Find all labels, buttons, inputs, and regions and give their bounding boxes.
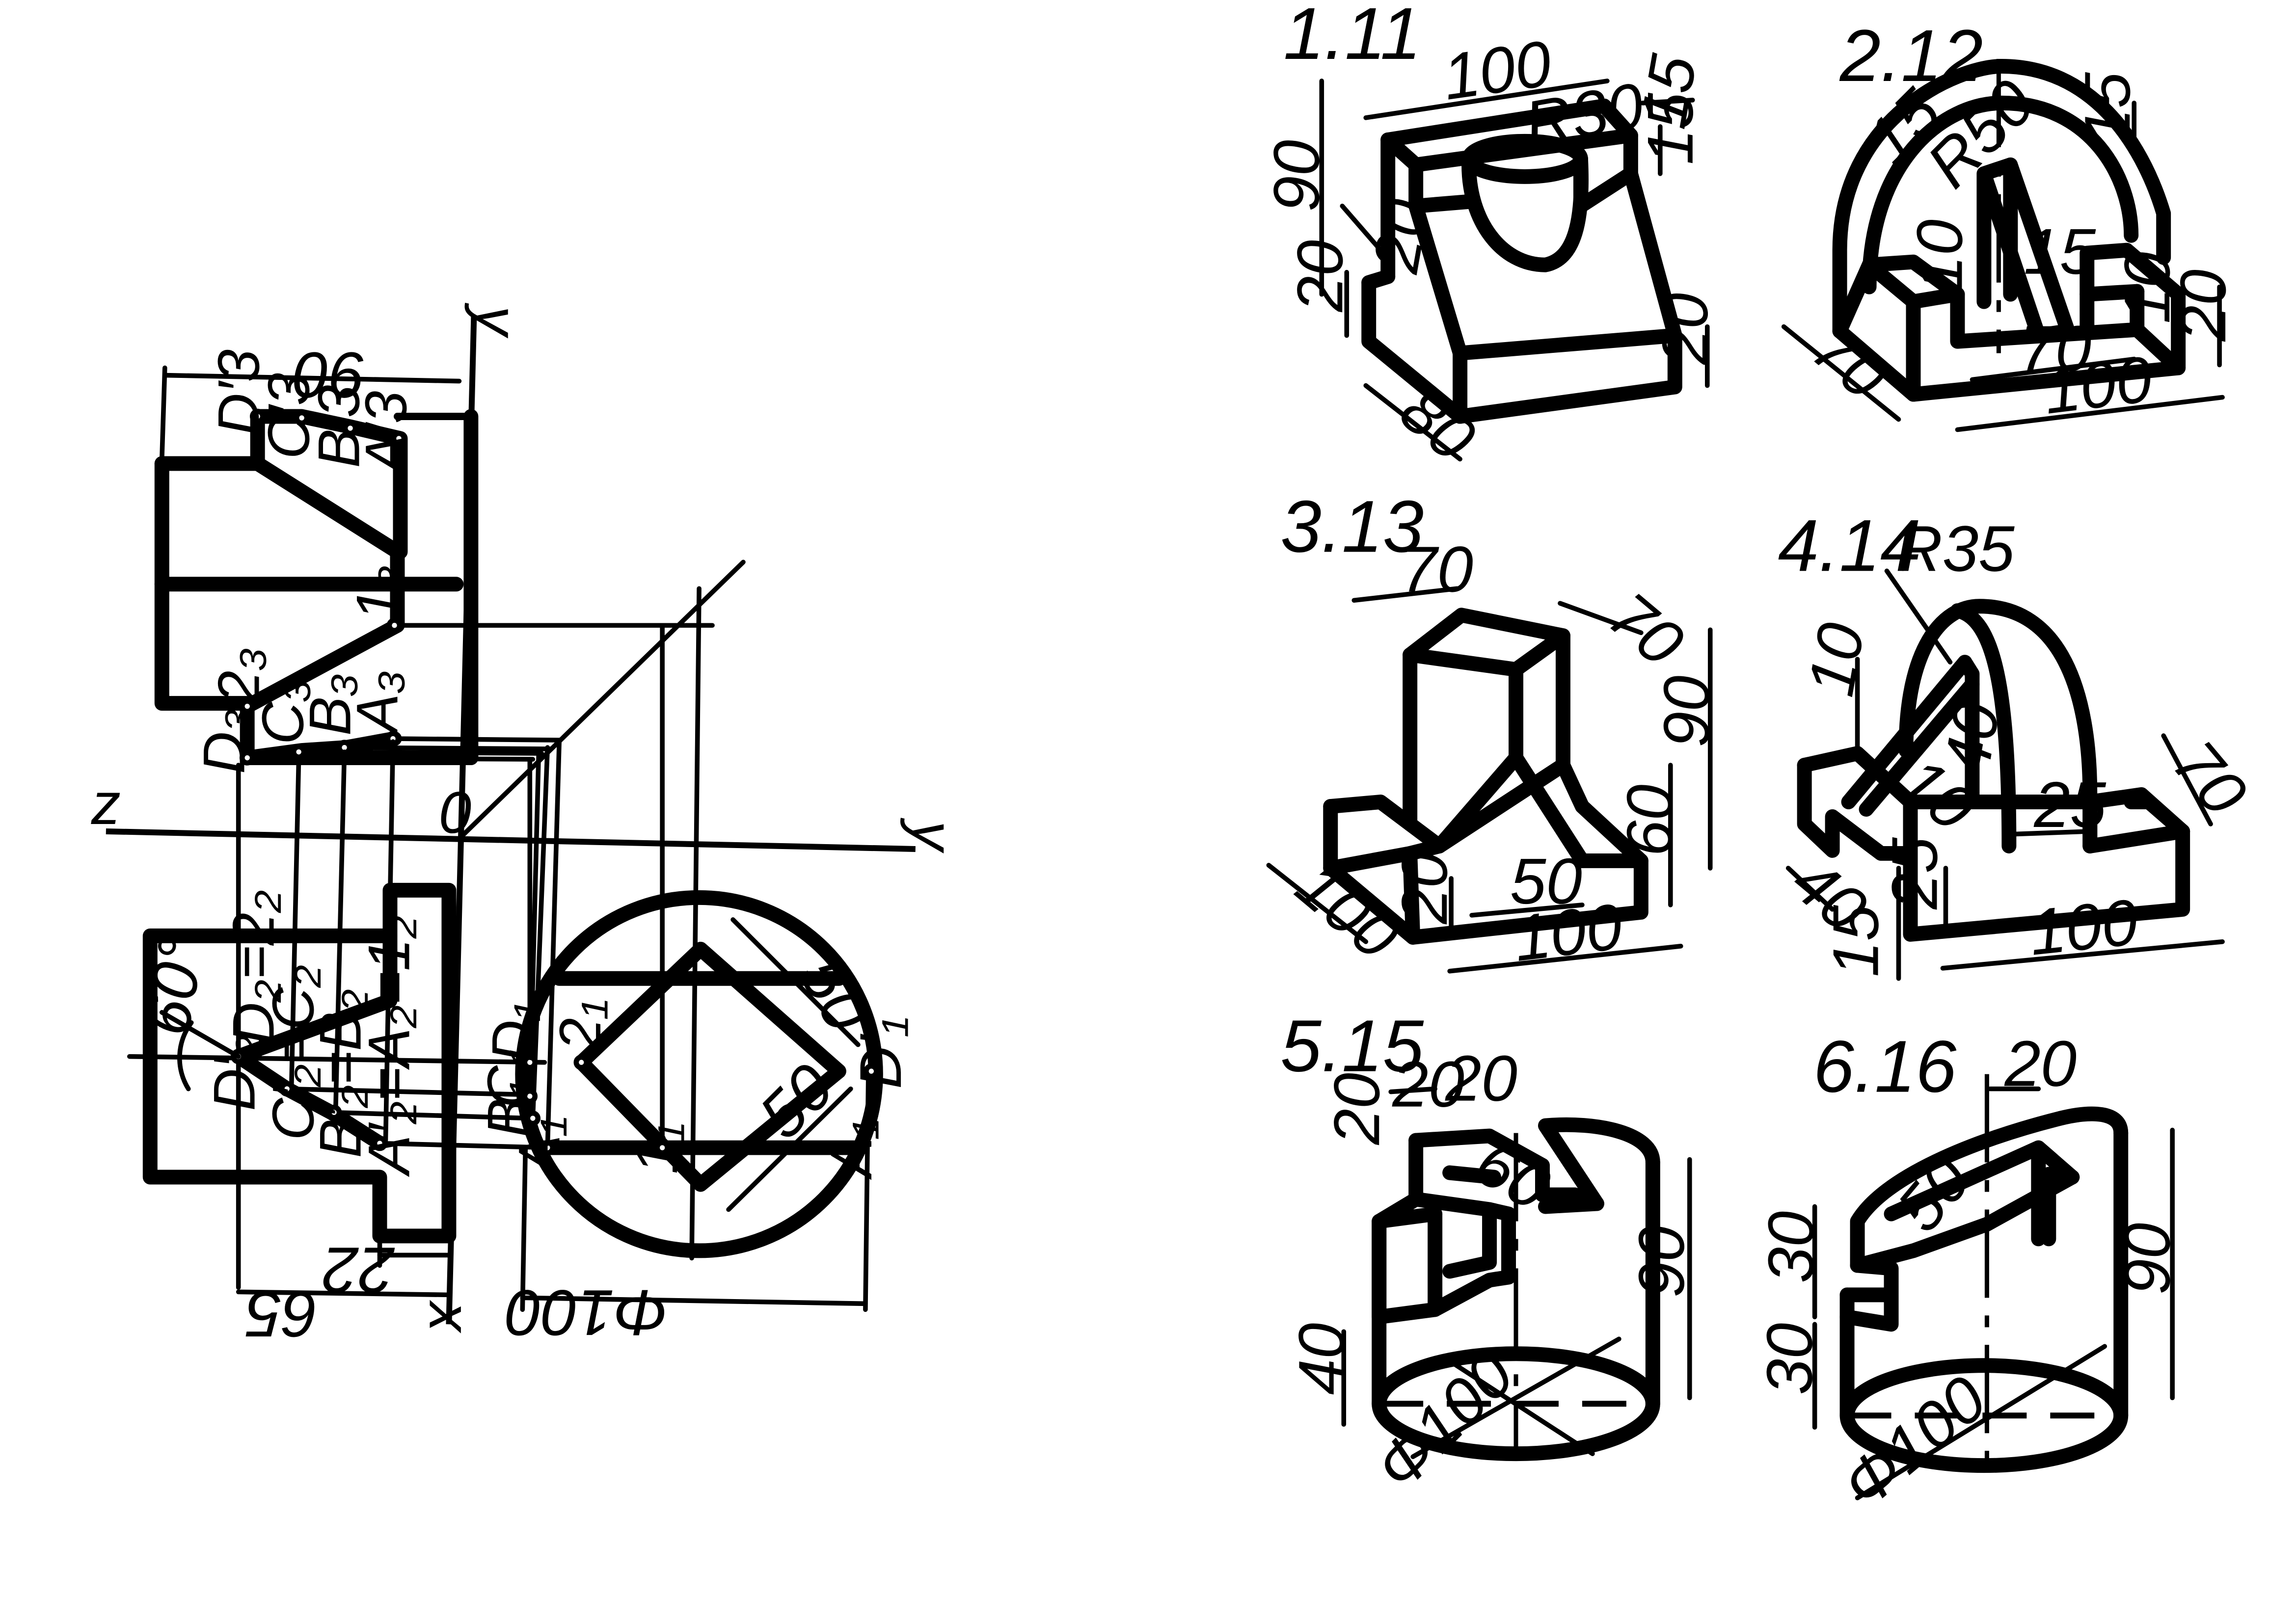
dim: 70 [1401, 533, 1473, 605]
point-D1: D₁ [480, 1001, 545, 1062]
plan-view: Φ100 50 50 D₁ 2₁ C₁ B₁ A₁ 1₁ D′₁ A₁ [475, 586, 914, 1349]
dim: 15 [1634, 92, 1706, 164]
dim: 20 [1321, 1073, 1393, 1145]
axis-z-label: z [91, 771, 121, 837]
model-6-16: 6.16 20 50 30 30 90 Φ100 [1754, 1025, 2184, 1522]
axis-x-label: x [417, 1300, 483, 1333]
dim-65: 65 [245, 1278, 318, 1350]
model-2-12: 2.12 15 R50 15 10 15 10 20 70 70 100 [1781, 14, 2239, 432]
point-A3: A₃ [344, 670, 410, 736]
dim: 10 [1903, 219, 1975, 292]
axis-y-top-label: y [464, 303, 530, 339]
dim: 20 [1445, 1042, 1517, 1115]
profile-view: 06 D′3 C′3 B′3 A′3 1₃ 2₃ D₃ C₃ B₃ A₃ [154, 339, 715, 774]
dim: 90 [1650, 675, 1723, 747]
dim: 100 [1510, 890, 1626, 975]
model-title: 6.16 [1813, 1025, 1957, 1108]
dim: 100 [2026, 885, 2141, 968]
dim-phi100: Φ100 [506, 1277, 668, 1349]
dim: 25 [1878, 837, 1950, 910]
dim: 30 [1755, 1211, 1827, 1283]
dim: 80 [1387, 373, 1489, 475]
front-view: 60° D₂=2₂ D′₂ C′₂=C₂ B′₂=B₂ A′₂=A₂=1₂ 22… [127, 739, 553, 1350]
dim: 100 [1438, 27, 1555, 113]
model-title: 5.15 [1280, 1005, 1424, 1087]
dim: 70 [1595, 578, 1697, 680]
point-B3-prime: B′3 [306, 385, 372, 468]
dim-angle-60: 60° [130, 931, 218, 1040]
dim: 90 [1625, 1226, 1698, 1298]
dim: 20 [1392, 1048, 1464, 1120]
dim: 15 [1626, 50, 1710, 133]
dim: 20 [1388, 852, 1460, 925]
model-title: 3.13 [1280, 485, 1424, 567]
axis-y-right-label: y [900, 818, 966, 853]
model-title: 4.14 [1778, 504, 1921, 586]
point-D3: D₃ [191, 708, 257, 774]
dim: 70 [1799, 312, 1901, 413]
dim: 90 [2111, 1223, 2183, 1295]
dim: 30 [1754, 1323, 1826, 1395]
point-D2: D₂=2₂ [221, 890, 287, 1045]
dim: 90 [1260, 140, 1332, 212]
dim: 10 [1794, 618, 1878, 701]
model-5-15: 5.15 20 20 20 60 90 40 Φ100 [1280, 1005, 1697, 1504]
point-A1-right: A₁ [818, 1119, 884, 1180]
projection-drawing: z y y 0 x 06 [91, 303, 966, 1351]
dim: 15 [1820, 905, 1892, 977]
model-1-11: 1.11 100 R30 15 15 90 20 20 20 80 [1260, 0, 1721, 475]
dim: 70 [2160, 727, 2261, 829]
dim: 40 [1285, 1323, 1357, 1395]
point-2-1: 2₁ [547, 999, 613, 1051]
model-title: 1.11 [1283, 0, 1421, 75]
dim: 20 [1359, 194, 1442, 278]
dim: 20 [1649, 293, 1721, 366]
point-D1-prime: D′₁ [848, 1017, 914, 1089]
point-C2: C′₂=C₂ [261, 965, 326, 1140]
dim: 20 [1284, 240, 1356, 313]
point-A2: A′₂=A₂=1₂ [356, 916, 422, 1177]
point-D3-prime: D′3 [206, 349, 272, 436]
axis-origin-label: 0 [438, 780, 471, 846]
dim-top-width: 06 [292, 339, 364, 411]
point-B3: B₃ [297, 673, 363, 736]
point-1-1: 1₁ [624, 1123, 690, 1174]
dim: 100 [2040, 343, 2156, 427]
dim: Φ100 [1829, 1362, 2000, 1522]
point-A1: A₁ [506, 1117, 572, 1177]
dim: 40 [1930, 697, 2013, 781]
point-C3: C₃ [250, 679, 316, 745]
dim: 25 [2033, 769, 2106, 841]
point-B2: B′₂=B₂ [308, 989, 374, 1158]
model-3-13: 3.13 70 70 90 60 100 20 50 100 [1266, 485, 1723, 975]
dim: 20 [2004, 1028, 2077, 1100]
dim: 50 [1510, 845, 1582, 917]
model-4-14: 4.14 R35 10 40 10 70 25 40 25 15 100 [1778, 504, 2261, 981]
point-C3-prime: C′3 [256, 373, 322, 459]
point-1-3: 1₃ [344, 565, 410, 621]
point-C1: C₁ [475, 1047, 541, 1108]
dim: 60 [1614, 784, 1686, 856]
point-D2-prime: D′₂ [202, 1035, 268, 1111]
point-A3-prime: A′3 [353, 391, 419, 477]
dim: 20 [2167, 269, 2239, 342]
dim: R35 [1896, 512, 2015, 585]
point-B1: B₁ [475, 1080, 541, 1138]
dim: 10 [2111, 252, 2183, 324]
dim: 15 [2024, 215, 2096, 288]
point-2-3: 2₃ [206, 647, 272, 704]
dim: 15 [2071, 72, 2143, 144]
